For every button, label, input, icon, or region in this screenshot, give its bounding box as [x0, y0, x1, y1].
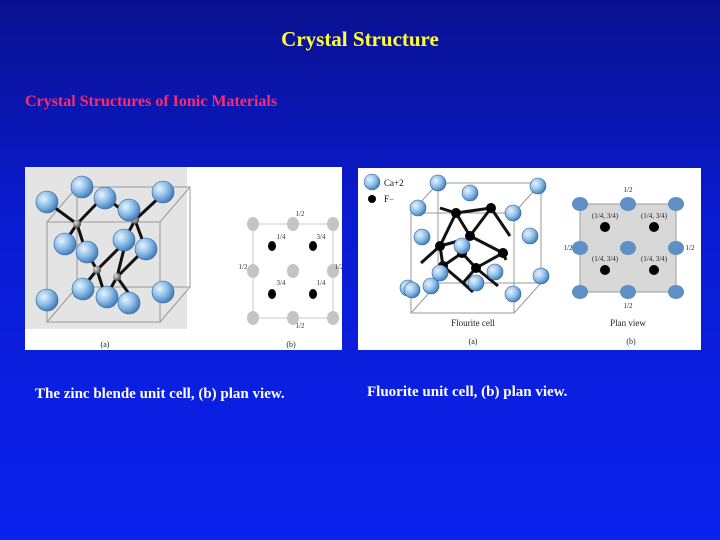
fluorite-coord-label: (1/4, 3/4)	[592, 255, 619, 263]
zinc-plan-black-atoms	[268, 241, 317, 299]
fluorite-frac-half: 1/2	[624, 302, 633, 310]
fluorite-ca-atoms	[399, 174, 550, 303]
zinc-frac-three-quarter: 3/4	[277, 279, 286, 287]
legend-f-label: F−	[384, 194, 394, 204]
zinc-blende-svg: 1/2 1/2 1/2 1/2 1/4 3/4 3/4 1/4 (a) (b)	[25, 167, 344, 349]
zinc-plan-view: 1/2 1/2 1/2 1/2 1/4 3/4 3/4 1/4	[239, 210, 344, 330]
legend-ca-icon	[363, 173, 381, 191]
zinc-frac-three-quarter: 3/4	[317, 233, 326, 241]
zinc-anions	[73, 216, 139, 281]
fluorite-plan-view: (1/4, 3/4) (1/4, 3/4) (1/4, 3/4) (1/4, 3…	[564, 186, 695, 310]
zinc-blende-figure: 1/2 1/2 1/2 1/2 1/4 3/4 3/4 1/4 (a) (b)	[25, 167, 344, 350]
zinc-frac-half: 1/2	[335, 263, 342, 271]
fluorite-frac-half: 1/2	[686, 244, 695, 252]
zinc-cell-edges	[46, 186, 191, 323]
fluorite-figure: Ca+2 F−	[358, 168, 701, 350]
zinc-label-b: (b)	[286, 340, 296, 349]
zinc-frac-quarter: 1/4	[277, 233, 286, 241]
zinc-cations	[35, 175, 175, 315]
zinc-frac-half: 1/2	[296, 210, 305, 218]
zinc-frac-half: 1/2	[239, 263, 248, 271]
fluorite-frac-half: 1/2	[624, 186, 633, 194]
slide-subtitle: Crystal Structures of Ionic Materials	[25, 93, 278, 110]
zinc-small-atom	[93, 266, 101, 274]
fluorite-caption: Fluorite unit cell, (b) plan view.	[367, 384, 568, 400]
zinc-label-a: (a)	[101, 340, 110, 349]
zinc-small-atom	[113, 273, 121, 281]
fluorite-svg: Ca+2 F−	[363, 173, 695, 346]
zinc-blende-caption: The zinc blende unit cell, (b) plan view…	[35, 386, 285, 402]
slide-title: Crystal Structure	[281, 27, 439, 51]
fluorite-coord-label: (1/4, 3/4)	[641, 212, 668, 220]
fluorite-cell-caption: Flourite cell	[451, 318, 495, 328]
fluorite-frac-half: 1/2	[564, 244, 573, 252]
legend-ca-label: Ca+2	[384, 178, 404, 188]
legend-f-icon	[368, 195, 376, 203]
fluorite-plan-f-atoms	[600, 222, 659, 275]
fluorite-coord-label: (1/4, 3/4)	[641, 255, 668, 263]
fluorite-coord-label: (1/4, 3/4)	[592, 212, 619, 220]
zinc-plan-gray-atoms	[247, 217, 339, 325]
fluorite-plan-ca-atoms	[572, 197, 684, 299]
fluorite-plan-caption: Plan view	[610, 318, 646, 328]
fluorite-label-b: (b)	[626, 337, 636, 346]
zinc-frac-half: 1/2	[296, 322, 305, 330]
zinc-small-atom	[73, 220, 81, 228]
zinc-frac-quarter: 1/4	[317, 279, 326, 287]
fluorite-label-a: (a)	[469, 337, 478, 346]
